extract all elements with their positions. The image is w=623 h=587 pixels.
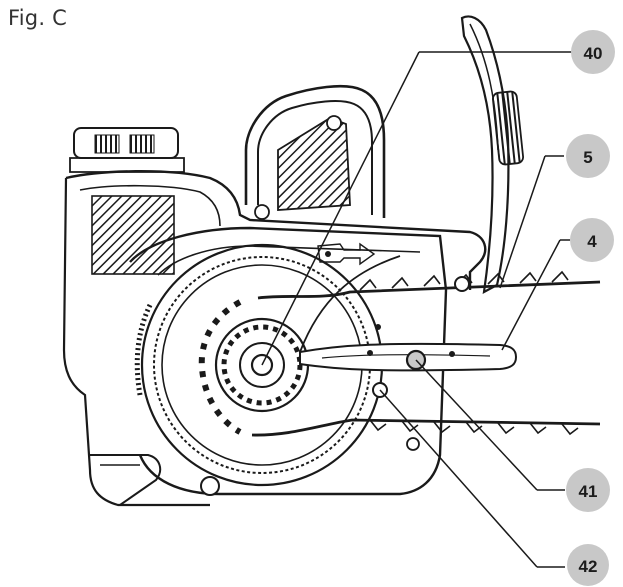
svg-text:40: 40: [584, 44, 603, 63]
callout-40: 40: [571, 30, 615, 74]
saw-chain: [198, 270, 601, 437]
callout-42: 42: [567, 544, 609, 586]
callout-4: 4: [570, 218, 614, 262]
front-handle-loop: [244, 84, 386, 220]
lower-details: [200, 276, 470, 496]
callout-5: 5: [566, 134, 610, 178]
svg-text:4: 4: [587, 232, 597, 251]
chain-direction-arrow-icon: [317, 242, 376, 266]
leader-lines: [261, 51, 572, 568]
callout-41: 41: [566, 468, 610, 512]
svg-text:41: 41: [579, 482, 598, 501]
oil-cap: [69, 127, 185, 173]
vent-grille-icon: [91, 195, 175, 275]
handle-pad-icon: [277, 117, 351, 211]
grip-pad-icon: [491, 90, 525, 166]
top-handle-hook: [460, 15, 525, 295]
svg-text:42: 42: [579, 557, 598, 576]
svg-text:5: 5: [583, 148, 592, 167]
guide-bar: [299, 255, 518, 398]
motor-housing: [62, 170, 487, 507]
figure-label: Fig. C: [8, 6, 67, 30]
